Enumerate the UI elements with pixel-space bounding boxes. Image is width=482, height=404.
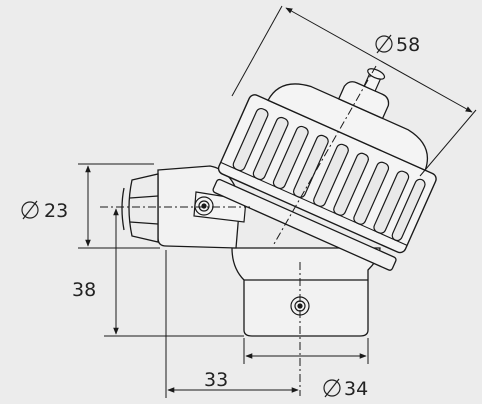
dimension-base-diameter — [243, 338, 369, 364]
head-diameter-value: 58 — [396, 34, 420, 56]
base-diameter-value: 34 — [344, 378, 368, 400]
dimension-head-diameter — [231, 5, 477, 177]
body-diameter-label: 23 — [21, 200, 68, 222]
lower-body — [231, 247, 381, 337]
dimension-height — [104, 208, 244, 337]
tilted-head — [212, 68, 437, 271]
height-value: 38 — [72, 279, 96, 301]
body-diameter-value: 23 — [44, 200, 68, 222]
dimension-offset — [165, 250, 299, 398]
offset-value: 33 — [204, 369, 228, 391]
hex-nut — [121, 173, 159, 243]
dimension-body-diameter — [78, 163, 160, 249]
head-diameter-label: 58 — [375, 34, 420, 56]
base-diameter-label: 34 — [323, 378, 368, 400]
